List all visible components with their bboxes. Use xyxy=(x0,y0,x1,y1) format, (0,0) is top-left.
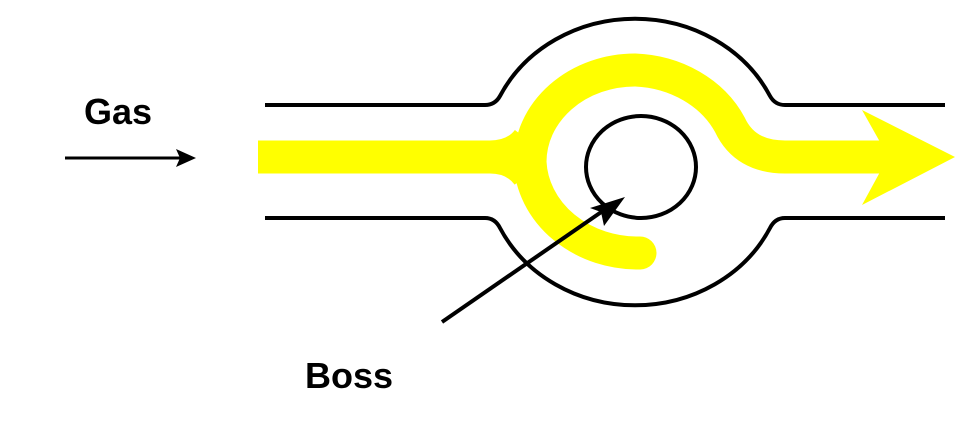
pipe-bottom-wall xyxy=(265,216,945,308)
boss-pointer-arrow xyxy=(440,197,625,324)
pipe-top-wall xyxy=(265,16,945,107)
flow-arrowhead xyxy=(862,110,955,205)
boss-circle xyxy=(584,114,698,220)
flow-band xyxy=(513,53,897,270)
gas-label: Gas xyxy=(84,91,153,132)
flow-inlet-band xyxy=(258,129,542,186)
gas-arrow xyxy=(65,149,196,167)
gas-flow-path xyxy=(258,53,955,270)
boss-label: Boss xyxy=(305,355,394,396)
pipe-walls xyxy=(265,16,945,308)
